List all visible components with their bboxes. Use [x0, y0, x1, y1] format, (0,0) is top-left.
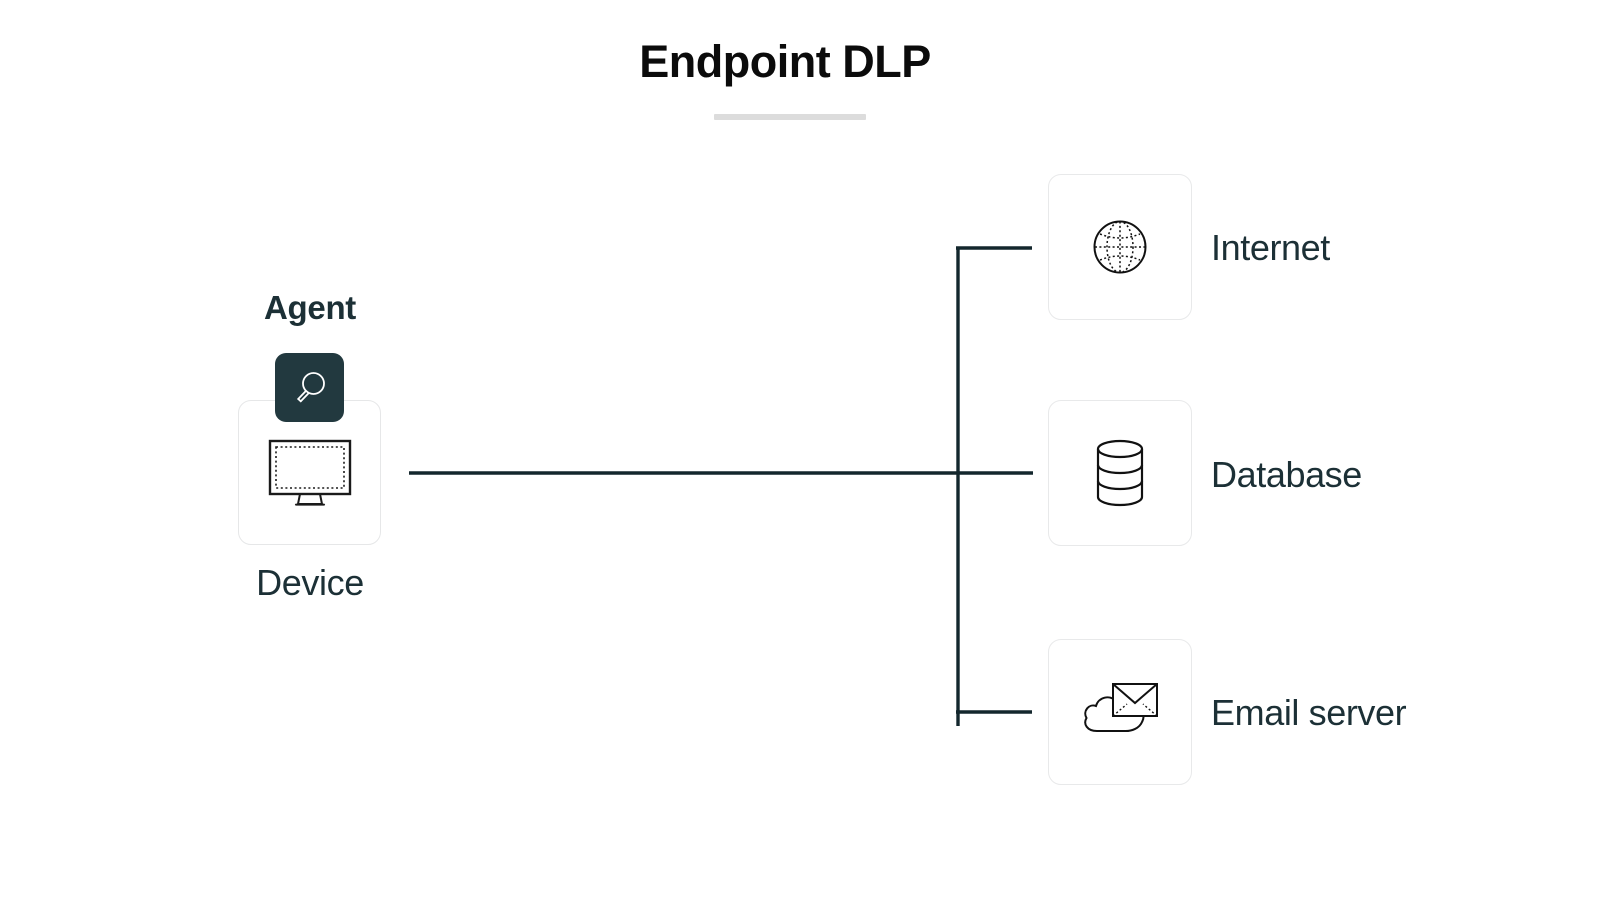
agent-label: Agent — [264, 289, 356, 326]
monitor-icon — [268, 439, 351, 506]
globe-icon — [1093, 220, 1147, 274]
agent-badge[interactable] — [275, 353, 344, 422]
node-label-database: Database — [1211, 454, 1362, 495]
node-card-database[interactable] — [1048, 400, 1192, 546]
database-icon — [1096, 439, 1144, 507]
node-label-email: Email server — [1211, 692, 1407, 733]
magnifier-icon — [296, 371, 325, 402]
node-label-internet: Internet — [1211, 227, 1330, 268]
title-underline-bar — [714, 114, 866, 120]
device-label: Device — [256, 562, 364, 603]
node-card-email[interactable] — [1048, 639, 1192, 785]
cloud-email-icon — [1084, 683, 1158, 733]
page-title: Endpoint DLP — [639, 36, 931, 87]
node-card-internet[interactable] — [1048, 174, 1192, 320]
